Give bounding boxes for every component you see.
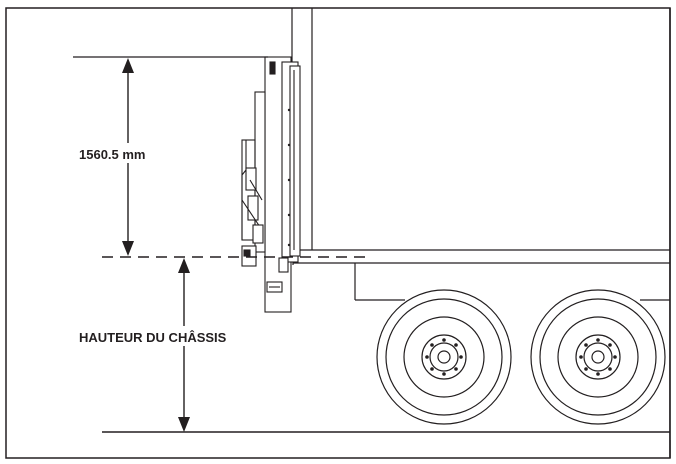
wheel-front [376, 289, 512, 425]
dimension-bottom-label: HAUTEUR DU CHÂSSIS [79, 330, 227, 345]
dimension-top-label: 1560.5 mm [79, 147, 146, 162]
liftgate-assembly [241, 56, 301, 313]
wheel-rear [530, 289, 666, 425]
truck-body [291, 8, 670, 301]
